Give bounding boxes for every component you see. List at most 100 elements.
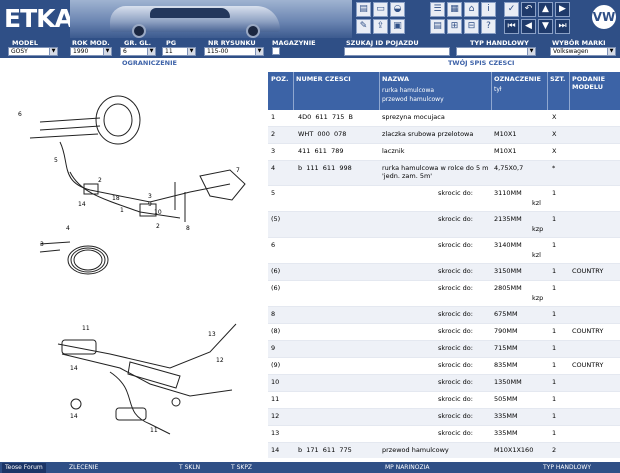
drawing-no-select[interactable]: 115-00▼: [204, 47, 264, 56]
group-select[interactable]: 6▼: [120, 47, 156, 56]
row-designation: 1350MM: [494, 378, 522, 386]
row-qty: 1: [552, 412, 557, 420]
col-divider: [547, 72, 548, 110]
hose-shape-2: [115, 407, 147, 421]
model-select[interactable]: GOSY▼: [8, 47, 58, 56]
bottom-tab[interactable]: TYP HANDLOWY: [543, 464, 592, 471]
first-icon[interactable]: ⏮: [504, 19, 519, 34]
brand-select[interactable]: Volkswagen▼: [550, 47, 616, 56]
back-arrow-icon[interactable]: ↶: [521, 2, 536, 17]
row-poz: 3: [271, 147, 276, 155]
up-arrow-icon[interactable]: ▲: [538, 2, 553, 17]
trade-type-select[interactable]: ▼: [456, 47, 536, 56]
doc-icon[interactable]: ▭: [373, 2, 388, 17]
header-designation-note: tył: [494, 86, 502, 93]
bottom-tab[interactable]: Teose Forum: [2, 463, 46, 473]
drawing-callouts: 6 5 2 14 18 1 3 2 7 8 10 9 4 3 13 12 11 …: [18, 111, 240, 434]
next-page-icon[interactable]: ▶: [555, 2, 570, 17]
chevron-down-icon: ▼: [49, 48, 57, 55]
row-name: rurka hamulcowa w rolce do 5 m: [382, 164, 489, 172]
bottom-tab[interactable]: T SKLN: [179, 464, 201, 471]
row-name: sprezyna mocujaca: [382, 113, 445, 121]
subgroup-select[interactable]: 11▼: [162, 47, 196, 56]
bottom-tab[interactable]: ZLECENIE: [69, 464, 99, 471]
row-poz: 6: [271, 241, 276, 249]
export-icon[interactable]: ⇪: [373, 19, 388, 34]
basket-icon[interactable]: ⊟: [464, 19, 479, 34]
row-name: przewod hamulcowy: [382, 446, 449, 454]
window-icon[interactable]: ▣: [390, 19, 405, 34]
parts-list-header: TWÓJ SPIS CZESCI: [448, 59, 515, 67]
search-id-input[interactable]: [344, 47, 450, 56]
row-designation: 3110MM: [494, 189, 522, 197]
callout-8: 8: [186, 225, 190, 232]
row-designation: 675MM: [494, 310, 518, 318]
col-poz: POZ.: [271, 75, 289, 83]
subgroup-value: 11: [165, 48, 173, 55]
row-name: skrocic do:: [438, 378, 473, 386]
abs-unit-shape: [199, 169, 246, 201]
help-icon[interactable]: ?: [481, 19, 496, 34]
brake-line-main: [59, 141, 231, 203]
print-icon[interactable]: ▤: [356, 2, 371, 17]
callout-7: 7: [236, 167, 240, 174]
year-select[interactable]: 1990▼: [70, 47, 112, 56]
row-qty: 1: [552, 429, 557, 437]
year-label: ROK MOD.: [72, 39, 110, 47]
warehouse-checkbox[interactable]: [272, 47, 280, 55]
rear-line-3: [109, 371, 171, 435]
prev-icon[interactable]: ◀: [521, 19, 536, 34]
row-designation: 790MM: [494, 327, 518, 335]
pin-icon[interactable]: ✓: [504, 2, 519, 17]
list-icon[interactable]: ☰: [430, 2, 445, 17]
info-icon[interactable]: i: [481, 2, 496, 17]
brake-line-secondary: [69, 171, 181, 219]
last-icon[interactable]: ⏭: [555, 19, 570, 34]
row-poz: 13: [271, 429, 280, 437]
table-icon[interactable]: ▤: [430, 19, 445, 34]
row-qty: 1: [552, 189, 557, 197]
grid-icon[interactable]: ▦: [447, 2, 462, 17]
parts-table-header: POZ. NUMER CZESCI NAZWA OZNACZENIE SZT. …: [268, 72, 620, 110]
row-qty: *: [552, 164, 556, 172]
tree-icon[interactable]: ⊞: [447, 19, 462, 34]
coil-ring-2: [70, 247, 106, 273]
drawing-lines: [29, 95, 246, 435]
header-bar: ETKA ▤ ▭ ◒ ✎ ⇪ ▣ ☰ ▦ ⌂ i ▤ ⊞ ⊟ ? ✓ ↶: [0, 0, 620, 38]
cart-icon[interactable]: ⌂: [464, 2, 479, 17]
edit-icon[interactable]: ✎: [356, 19, 371, 34]
callout-5: 5: [54, 157, 58, 164]
col-part-number: NUMER CZESCI: [296, 75, 351, 83]
car-icon[interactable]: ◒: [390, 2, 405, 17]
row-qty: 1: [552, 378, 557, 386]
row-name: skrocic do:: [438, 241, 473, 249]
bottom-tab[interactable]: T SKPZ: [231, 464, 253, 471]
bottom-tab[interactable]: MP NARINOZIA: [385, 464, 430, 471]
toolbar-group-2: ☰ ▦ ⌂ i ▤ ⊞ ⊟ ?: [430, 2, 496, 36]
row-qty: X: [552, 113, 557, 121]
brake-line-vertical: [174, 182, 186, 222]
row-poz: 1: [271, 113, 276, 121]
down-arrow-icon[interactable]: ▼: [538, 19, 553, 34]
car-wheel-rear: [246, 24, 260, 38]
callout-10: 10: [154, 209, 162, 216]
subgroup-label: PG: [166, 39, 177, 47]
